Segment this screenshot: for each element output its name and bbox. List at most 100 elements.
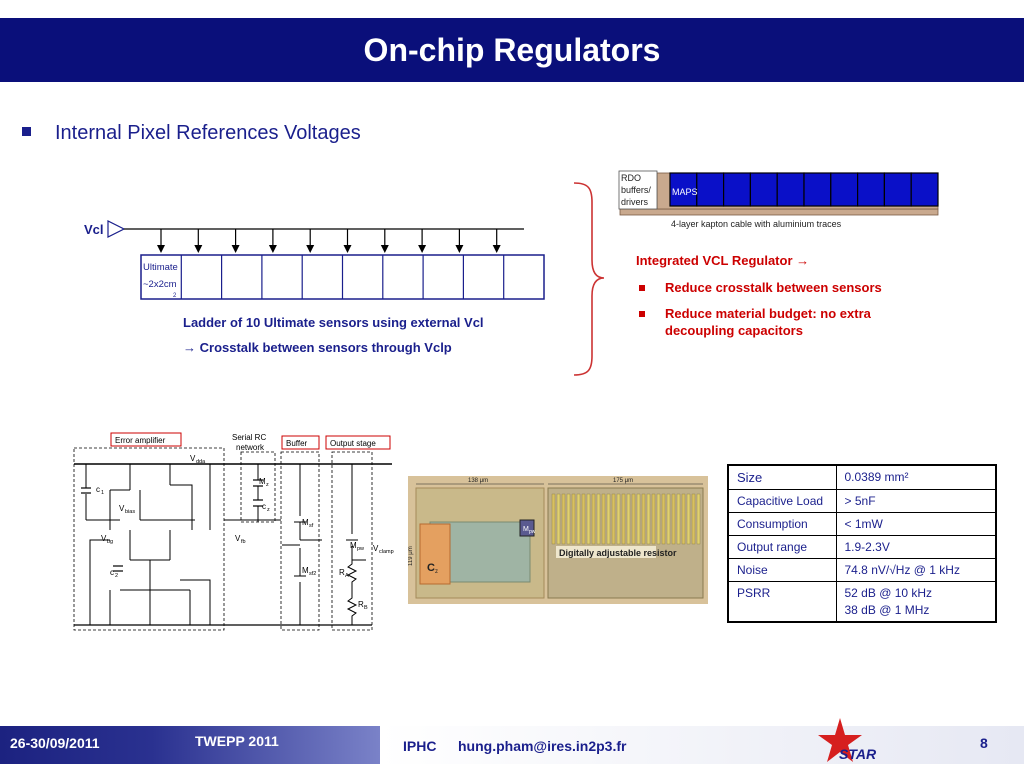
footer-lab: IPHC <box>403 738 437 754</box>
ladder-caption-2: → Crosstalk between sensors through Vclp <box>183 340 452 355</box>
maps-sensor-cell <box>722 172 751 207</box>
maps-cells <box>669 172 939 207</box>
resistor-finger <box>591 493 596 545</box>
resistor-finger <box>586 493 591 545</box>
kapton-cable <box>619 208 939 216</box>
psrr-value-2: 38 dB @ 1 MHz <box>844 603 930 617</box>
ra-sub: A <box>345 573 349 579</box>
spec-table: Size 0.0389 mm² Capacitive Load > 5nF Co… <box>727 464 997 623</box>
mz-label: M <box>259 477 266 486</box>
table-cell: Output range <box>727 535 837 559</box>
buffer-box <box>281 435 320 450</box>
table-row: PSRR 52 dB @ 10 kHz 38 dB @ 1 MHz <box>727 581 997 623</box>
buffer-label: Buffer <box>286 439 308 448</box>
resistor-finger <box>601 493 606 545</box>
rdo-box <box>618 170 658 210</box>
cz-block <box>419 523 451 585</box>
maps-sensor-cell <box>910 172 939 207</box>
main-bullet: Internal Pixel References Voltages <box>22 122 361 145</box>
table-cell: < 1mW <box>835 512 997 536</box>
resistor-finger <box>596 493 601 545</box>
vfb-sub: fb <box>241 539 246 545</box>
table-row: Size 0.0389 mm² <box>727 464 997 490</box>
maps-sensor-cell <box>830 172 859 207</box>
psrr-value-1: 52 dB @ 10 kHz <box>844 586 933 600</box>
vcl-drop-arrow-icon <box>380 229 389 253</box>
dim-175: 175 μm <box>613 478 633 484</box>
dim-138: 138 μm <box>468 478 488 484</box>
table-cell: 52 dB @ 10 kHz 38 dB @ 1 MHz <box>835 581 997 623</box>
resistor-finger <box>581 493 586 545</box>
arrow-icon: → <box>183 340 196 355</box>
mpw-photo-sub: pw <box>529 529 536 535</box>
rb-label: R <box>358 600 364 609</box>
resistor-finger <box>556 493 561 545</box>
slide-title: On-chip Regulators <box>363 32 661 68</box>
maps-sensor-cell <box>857 172 886 207</box>
cz-photo-label: C <box>427 562 435 574</box>
resistor-finger <box>606 493 611 545</box>
rb-sub: B <box>364 605 368 611</box>
table-cell: 74.8 nV/√Hz @ 1 kHz <box>835 558 997 582</box>
footer-email[interactable]: hung.pham@ires.in2p3.fr <box>458 738 627 754</box>
table-cell: PSRR <box>727 581 837 623</box>
serial-rc-label-1: Serial RC <box>232 433 266 442</box>
vcl-arrow-icon <box>107 220 126 238</box>
main-bullet-text: Internal Pixel References Voltages <box>55 122 361 144</box>
cable-label: 4-layer kapton cable with aluminium trac… <box>671 219 842 229</box>
resistor-finger <box>691 493 696 545</box>
error-amplifier-region <box>73 447 225 631</box>
vbg-sub: bg <box>107 539 113 545</box>
resistor-finger <box>686 493 691 545</box>
module-drawing: RDO buffers/ drivers MAPS 4-layer kapton… <box>618 170 939 229</box>
ra-label: R <box>339 568 345 577</box>
cz-photo-sub: z <box>435 569 438 575</box>
table-row: Capacitive Load > 5nF <box>727 489 997 513</box>
resistor-label-box <box>556 546 656 558</box>
table-cell: 0.0389 mm² <box>835 464 997 490</box>
resistor-finger <box>636 493 641 545</box>
vcl-drop-arrow-icon <box>194 229 203 253</box>
star-logo-icon: STAR <box>818 718 877 762</box>
vclamp-label: V <box>373 544 379 553</box>
resistor-finger <box>656 493 661 545</box>
buffer-region <box>280 451 320 631</box>
resistor-finger <box>651 493 656 545</box>
mpw-photo-label: M <box>523 526 529 533</box>
vcl-label: Vcl <box>84 222 104 237</box>
resistor-finger <box>616 493 621 545</box>
ladder-caption-1: Ladder of 10 Ultimate sensors using exte… <box>183 315 484 330</box>
resistor-finger <box>641 493 646 545</box>
arrow-icon: → <box>796 253 810 268</box>
output-stage-label: Output stage <box>330 439 376 448</box>
serial-rc-label-2: network <box>236 443 265 452</box>
dim-119: 119 μm <box>408 546 414 566</box>
error-amplifier-box <box>110 432 182 447</box>
vcl-drop-arrow-icon <box>418 229 427 253</box>
maps-sensor-cell <box>696 172 725 207</box>
vfb-label: V <box>235 534 241 543</box>
output-stage-region <box>331 451 373 631</box>
error-amplifier-label: Error amplifier <box>115 436 166 445</box>
resistor-finger <box>611 493 616 545</box>
c2-sub: 2 <box>115 573 118 579</box>
mz-sub: z <box>266 482 269 488</box>
vcl-drop-arrow-icon <box>231 229 240 253</box>
resistor-finger <box>576 493 581 545</box>
regulator-bullet: Reduce crosstalk between sensors <box>636 279 936 296</box>
rdo-line-1: RDO <box>621 173 641 183</box>
vcl-drop-arrow-icon <box>157 229 165 253</box>
resistor-finger <box>661 493 666 545</box>
vcl-drop-arrow-icon <box>492 229 501 253</box>
table-cell: Capacitive Load <box>727 489 837 513</box>
table-row: Noise 74.8 nV/√Hz @ 1 kHz <box>727 558 997 582</box>
ultimate-size-sup: 2 <box>173 293 177 299</box>
vcl-drop-arrow-icon <box>343 229 352 253</box>
resistor-label: Digitally adjustable resistor <box>559 548 677 558</box>
resistor-finger <box>621 493 626 545</box>
curly-brace <box>573 182 605 376</box>
c2-label: c <box>110 568 114 577</box>
bullet-square-icon <box>22 127 31 137</box>
maps-label: MAPS <box>672 187 698 197</box>
footer: 26-30/09/2011 TWEPP 2011 IPHC hung.pham@… <box>0 726 1024 764</box>
